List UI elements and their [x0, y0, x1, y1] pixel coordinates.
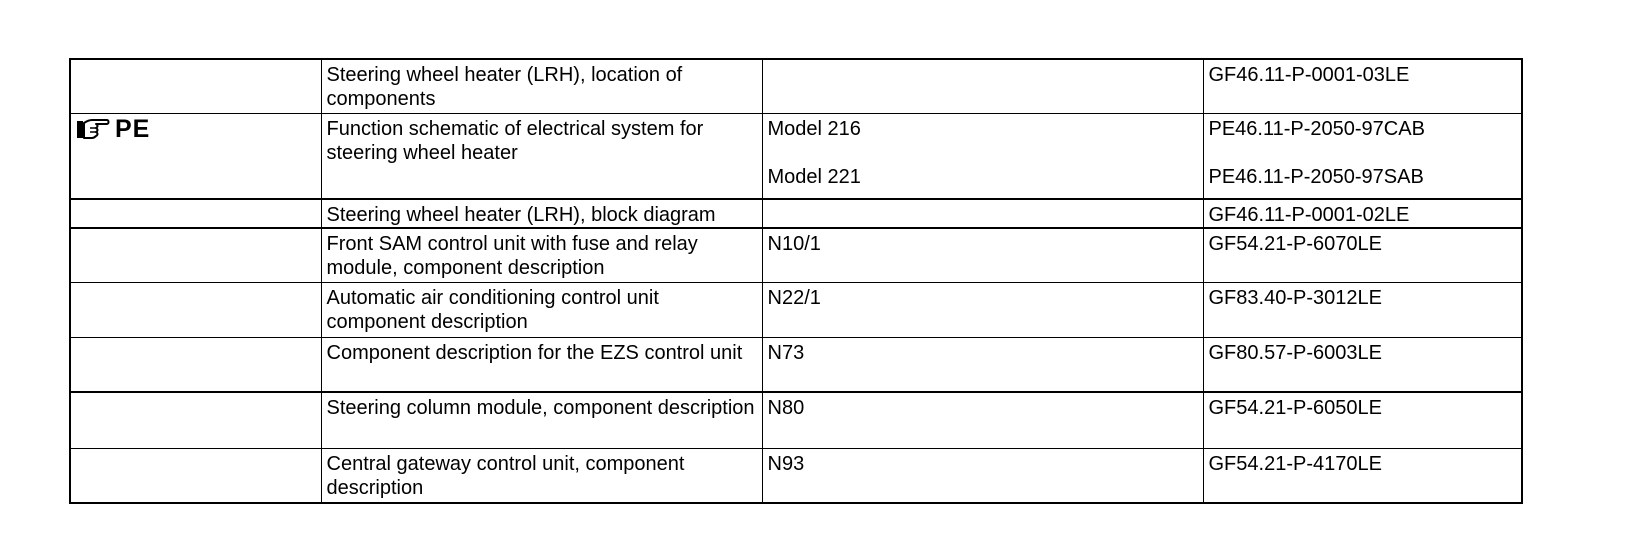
designation-cell: [761, 198, 1204, 229]
designation-cell: [761, 58, 1204, 114]
designation-cell: N80: [761, 391, 1204, 449]
designation-cell: N22/1: [761, 281, 1204, 338]
document-table: Steering wheel heater (LRH), location of…: [69, 58, 1523, 504]
description-cell: Front SAM control unit with fuse and rel…: [320, 227, 763, 283]
designation-text: N22/1: [767, 286, 821, 309]
description-text: Central gateway control unit, component …: [326, 452, 685, 499]
description-cell: Steering wheel heater (LRH), block diagr…: [320, 198, 763, 229]
marker-cell: [69, 281, 322, 338]
table-row: Component description for the EZS contro…: [69, 336, 1523, 393]
designation-text: N10/1: [767, 233, 821, 255]
description-text: Component description for the EZS contro…: [326, 341, 743, 364]
description-text: Front SAM control unit with fuse and rel…: [326, 233, 698, 279]
document-cell: GF80.57-P-6003LE: [1202, 336, 1523, 393]
pe-marker[interactable]: PE: [76, 114, 151, 143]
document-cell: GF46.11-P-0001-02LE: [1202, 198, 1523, 229]
document-link[interactable]: GF54.21-P-4170LE: [1208, 452, 1382, 475]
marker-cell: [69, 58, 322, 114]
document-link[interactable]: PE46.11-P-2050-97CAB: [1208, 117, 1425, 140]
description-text: Automatic air conditioning control unit …: [326, 286, 659, 333]
marker-cell: [69, 391, 322, 449]
document-cell: GF54.21-P-6050LE: [1202, 391, 1523, 449]
table-row: Steering wheel heater (LRH), block diagr…: [69, 198, 1523, 229]
document-link[interactable]: PE46.11-P-2050-97SAB: [1208, 165, 1424, 188]
pointing-hand-icon: [77, 118, 110, 139]
pe-marker-label: PE: [115, 114, 151, 143]
description-text: Steering wheel heater (LRH), block diagr…: [326, 204, 716, 226]
designation-cell: N93: [761, 447, 1204, 504]
table-row: PE Function schematic of electrical syst…: [69, 112, 1523, 200]
designation-text: Model 221: [767, 165, 861, 188]
description-text: Steering wheel heater (LRH), location of…: [326, 64, 683, 110]
description-cell: Automatic air conditioning control unit …: [320, 281, 763, 338]
document-cell: GF46.11-P-0001-03LE: [1202, 58, 1523, 114]
description-cell: Steering column module, component descri…: [320, 391, 763, 449]
description-text: Function schematic of electrical system …: [326, 117, 704, 164]
marker-cell: [69, 227, 322, 283]
description-cell: Steering wheel heater (LRH), location of…: [320, 58, 763, 114]
designation-text: N73: [767, 341, 805, 364]
description-cell: Component description for the EZS contro…: [320, 336, 763, 393]
document-link[interactable]: GF46.11-P-0001-02LE: [1208, 204, 1410, 226]
description-cell: Function schematic of electrical system …: [320, 112, 763, 200]
table-row: Central gateway control unit, component …: [69, 447, 1523, 504]
document-link[interactable]: GF80.57-P-6003LE: [1208, 341, 1382, 364]
description-text: Steering column module, component descri…: [326, 397, 755, 419]
document-cell: GF54.21-P-4170LE: [1202, 447, 1523, 504]
marker-cell: [69, 198, 322, 229]
table-row: Front SAM control unit with fuse and rel…: [69, 227, 1523, 283]
marker-cell: [69, 447, 322, 504]
table-row: Automatic air conditioning control unit …: [69, 281, 1523, 338]
document-link[interactable]: GF46.11-P-0001-03LE: [1208, 64, 1410, 86]
document-link[interactable]: GF54.21-P-6050LE: [1208, 397, 1382, 419]
designation-cell: Model 216 Model 221: [761, 112, 1204, 200]
document-link[interactable]: GF54.21-P-6070LE: [1208, 233, 1382, 255]
designation-text: Model 216: [767, 117, 861, 140]
marker-cell: [69, 336, 322, 393]
designation-cell: N73: [761, 336, 1204, 393]
designation-cell: N10/1: [761, 227, 1204, 283]
document-link[interactable]: GF83.40-P-3012LE: [1208, 286, 1382, 309]
designation-text: N80: [767, 397, 805, 419]
table-row: Steering column module, component descri…: [69, 391, 1523, 449]
marker-cell: PE: [69, 112, 322, 200]
document-cell: GF83.40-P-3012LE: [1202, 281, 1523, 338]
designation-text: N93: [767, 452, 805, 475]
table-row: Steering wheel heater (LRH), location of…: [69, 58, 1523, 114]
document-cell: GF54.21-P-6070LE: [1202, 227, 1523, 283]
document-cell: PE46.11-P-2050-97CAB PE46.11-P-2050-97SA…: [1202, 112, 1523, 200]
description-cell: Central gateway control unit, component …: [320, 447, 763, 504]
